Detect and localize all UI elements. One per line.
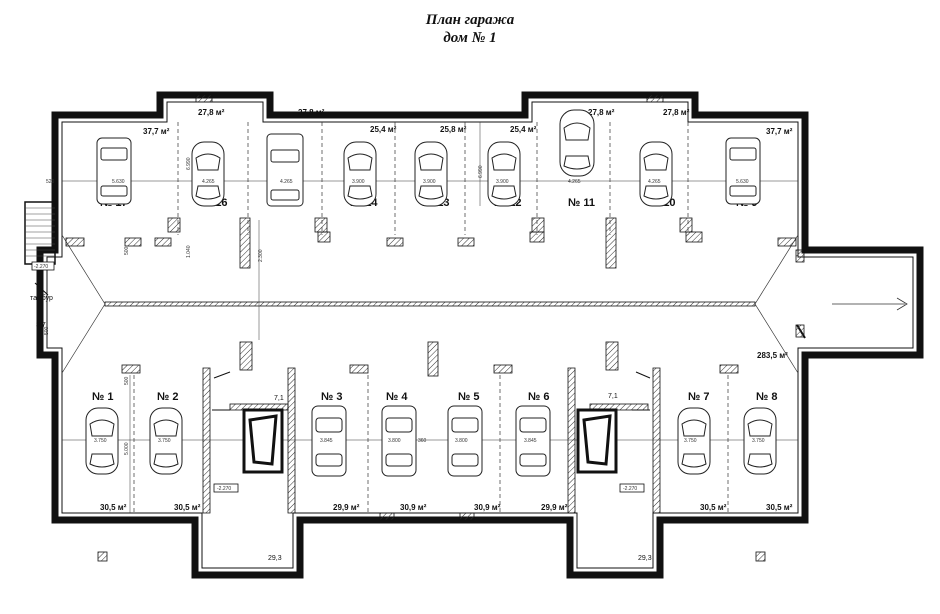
car-icon [191, 141, 225, 207]
dim-space-9: 5.630 [736, 179, 749, 185]
dim-space-6: 3.845 [524, 438, 537, 444]
dim-6990-top-b: 6.990 [478, 165, 484, 178]
car-icon [677, 407, 711, 475]
space-4-number: № 4 [386, 391, 408, 403]
core-right: 7,1 -2.270 29,3 [567, 367, 661, 562]
space-2-area: 30,5 м² [174, 503, 201, 512]
dim-space-5: 3.800 [455, 438, 468, 444]
lift-area-left: 7,1 [274, 395, 284, 402]
space-9-area: 37,7 м² [766, 127, 793, 136]
car-icon [149, 407, 183, 475]
stair-area-right: 29,3 [638, 555, 652, 562]
space-7-area: 30,5 м² [700, 503, 727, 512]
dim-6990-top: 6.990 [186, 157, 192, 170]
dim-1040: 1.040 [186, 245, 192, 258]
corner-marker-right [755, 551, 766, 562]
level-label-mid-right: -2.270 [623, 486, 637, 492]
dim-space-17: 5.630 [112, 179, 125, 185]
space-extra-area: 27,8 м² [588, 108, 615, 117]
space-10-area: 27,8 м² [663, 108, 690, 117]
dim-500-b: 500 [124, 376, 130, 385]
dim-5000: 5.000 [124, 442, 130, 455]
plan-subtitle: дом № 1 [443, 30, 497, 46]
car-icon [96, 137, 132, 205]
car-icon [381, 405, 417, 477]
dim-space-4: 3.800 [388, 438, 401, 444]
space-8-number: № 8 [756, 391, 777, 403]
dim-space-16: 4.265 [202, 179, 215, 185]
dim-space-13: 3.900 [423, 179, 436, 185]
dim-space-7: 3.750 [684, 438, 697, 444]
space-1-area: 30,5 м² [100, 503, 127, 512]
bottom-parking-row: 7,1 -2.270 29,3 7,1 -2.270 29,3 № 1 30,5… [44, 249, 806, 562]
dim-space-3: 3.845 [320, 438, 333, 444]
space-15-area: 27,8 м² [298, 108, 325, 117]
dim-520: 520 [46, 179, 55, 185]
stair-area-left: 29,3 [268, 555, 282, 562]
space-11-area: 25,4 м² [510, 125, 537, 134]
car-icon [639, 141, 673, 207]
space-6-area: 29,9 м² [541, 503, 568, 512]
space-11-number: № 11 [568, 197, 595, 209]
outer-wall [36, 91, 924, 579]
car-icon [447, 405, 483, 477]
space-2-number: № 2 [157, 391, 178, 403]
car-icon [559, 109, 595, 177]
space-17-area: 37,7 м² [143, 127, 170, 136]
driveway-area: 283,5 м² [757, 351, 788, 360]
dim-space-10: 4.265 [648, 179, 661, 185]
space-16-area: 27,8 м² [198, 108, 225, 117]
dim-space-15: 4.265 [280, 179, 293, 185]
driveway-divider [104, 301, 756, 307]
car-icon [266, 133, 304, 207]
car-icon [85, 407, 119, 475]
dim-500-c: 500 [44, 326, 50, 335]
top-parking-row: № 17 37,7 м² № 16 27,8 м² № 15 27,8 м² №… [46, 94, 798, 340]
car-icon [743, 407, 777, 475]
space-6-number: № 6 [528, 391, 549, 403]
car-icon [487, 141, 521, 207]
space-1-number: № 1 [92, 391, 113, 403]
space-7-number: № 7 [688, 391, 709, 403]
car-icon [515, 405, 551, 477]
dim-space-1: 3.750 [94, 438, 107, 444]
vestibule-label: тамбур [30, 294, 53, 302]
vestibule-area: 3,7 [36, 322, 46, 329]
dim-360: 360 [418, 438, 427, 444]
dim-500: 500 [124, 246, 130, 255]
space-13-area: 25,4 м² [370, 125, 397, 134]
core-left: 7,1 -2.270 29,3 [202, 367, 296, 562]
space-3-number: № 3 [321, 391, 342, 403]
space-8-area: 30,5 м² [766, 503, 793, 512]
space-5-area: 30,9 м² [474, 503, 501, 512]
dim-space-11: 4.265 [568, 179, 581, 185]
dim-2300: 2.300 [258, 249, 264, 262]
car-icon [343, 141, 377, 207]
space-4-area: 30,9 м² [400, 503, 427, 512]
dim-space-8: 3.750 [752, 438, 765, 444]
level-label-left: -2.270 [34, 264, 48, 270]
level-label-mid-left: -2.270 [217, 486, 231, 492]
car-icon [414, 141, 448, 207]
space-3-area: 29,9 м² [333, 503, 360, 512]
lift-area-right: 7,1 [608, 393, 618, 400]
car-icon [725, 137, 761, 205]
car-icon [311, 405, 347, 477]
space-5-number: № 5 [458, 391, 479, 403]
corner-marker-left [97, 551, 108, 562]
dim-space-2: 3.750 [158, 438, 171, 444]
space-12-area: 25,8 м² [440, 125, 467, 134]
dim-space-12: 3.900 [496, 179, 509, 185]
plan-title: План гаража [425, 12, 515, 28]
dim-space-14: 3.900 [352, 179, 365, 185]
